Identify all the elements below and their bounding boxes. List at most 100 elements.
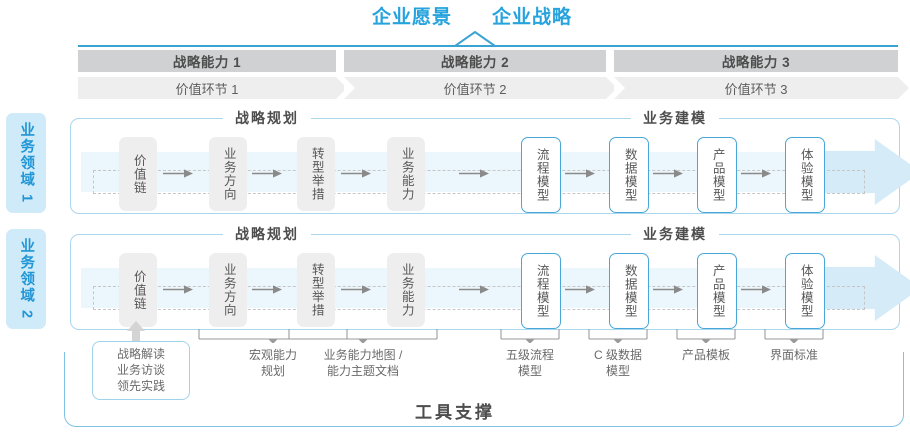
arrow-icon: [459, 169, 489, 178]
deliverable-label-product-template: 产品模板: [656, 347, 756, 363]
node-business-direction[interactable]: 业务方向: [209, 137, 247, 211]
up-arrow-icon: [127, 321, 145, 347]
node-business-capability[interactable]: 业务能力: [387, 137, 425, 211]
value-stage-label: 价值环节 3: [724, 81, 788, 97]
arrow-icon: [163, 169, 193, 178]
sidebar-item-domain-2[interactable]: 业务领域 2: [6, 229, 46, 329]
node-business-capability[interactable]: 业务能力: [387, 253, 425, 327]
header-peak-icon: [455, 31, 495, 46]
capability-bar-1: 战略能力 1: [78, 50, 336, 72]
node-label: 转型举措: [309, 147, 324, 201]
node-business-direction[interactable]: 业务方向: [209, 253, 247, 327]
domain-label: 业务领域 1: [18, 121, 35, 205]
bracket-connector: [500, 329, 560, 343]
capability-label: 战略能力 2: [440, 55, 510, 70]
node-data-model[interactable]: 数据模型: [609, 137, 649, 213]
label-line-2: 模型: [517, 364, 542, 379]
sidebar-item-domain-1[interactable]: 业务领域 1: [6, 113, 46, 213]
value-stage-2: 价值环节 2: [344, 77, 606, 99]
arrow-icon: [163, 285, 193, 294]
capability-label: 战略能力 3: [721, 55, 791, 70]
label-line-1: 业务能力地图 /: [323, 348, 403, 362]
callout-line-3: 领先实践: [116, 379, 165, 394]
arrow-icon: [741, 169, 771, 178]
label-line-2: 模型: [605, 364, 630, 379]
node-value-chain[interactable]: 价值链: [119, 253, 157, 327]
deliverable-label-macro-capability: 宏观能力 规划: [223, 347, 323, 379]
chevron-notch: [344, 77, 355, 99]
arrow-icon: [565, 169, 595, 178]
arrow-icon: [653, 285, 683, 294]
label-line-1: 界面标准: [769, 348, 818, 362]
tool-support-container: [64, 352, 904, 427]
bracket-connector: [288, 329, 438, 343]
node-label: 业务能力: [399, 263, 414, 317]
dashed-track: [93, 286, 865, 310]
deliverable-callout-strategy: 战略解读 业务访谈 领先实践: [92, 341, 190, 400]
header-divider-line: [78, 45, 898, 47]
label-line-1: 五级流程: [505, 348, 554, 362]
node-transformation-measures[interactable]: 转型举措: [297, 137, 335, 211]
section-title-business-modeling: 业务建模: [631, 108, 719, 130]
arrow-icon: [341, 285, 371, 294]
node-experience-model[interactable]: 体验模型: [785, 253, 825, 329]
node-label: 流程模型: [534, 264, 549, 318]
value-stage-3: 价值环节 3: [614, 77, 898, 99]
domain-row-2: 战略规划 业务建模 价值链 业务方向 转型举措 业务能力 流程模型 数据模型 产…: [70, 224, 910, 330]
value-stage-1: 价值环节 1: [78, 77, 336, 99]
callout-line-1: 战略解读: [116, 347, 165, 361]
node-value-chain[interactable]: 价值链: [119, 137, 157, 211]
node-product-model[interactable]: 产品模型: [697, 137, 737, 213]
arrow-icon: [341, 169, 371, 178]
node-label: 业务方向: [221, 263, 236, 317]
node-label: 业务方向: [221, 147, 236, 201]
label-line-1: 产品模板: [681, 348, 730, 362]
node-label: 体验模型: [798, 264, 813, 318]
label-line-2: 能力主题文档: [326, 364, 399, 379]
node-label: 数据模型: [622, 264, 637, 318]
node-label: 数据模型: [622, 148, 637, 202]
bracket-connector: [764, 329, 824, 343]
node-label: 转型举措: [309, 263, 324, 317]
node-product-model[interactable]: 产品模型: [697, 253, 737, 329]
arrow-icon: [459, 285, 489, 294]
capability-bar-3: 战略能力 3: [614, 50, 898, 72]
arrow-icon: [741, 285, 771, 294]
node-transformation-measures[interactable]: 转型举措: [297, 253, 335, 327]
node-data-model[interactable]: 数据模型: [609, 253, 649, 329]
capability-bar-2: 战略能力 2: [344, 50, 606, 72]
deliverable-label-ui-standard: 界面标准: [744, 347, 844, 363]
section-title-strategy-planning: 战略规划: [223, 224, 311, 246]
node-label: 价值链: [131, 269, 146, 311]
node-label: 业务能力: [399, 147, 414, 201]
node-label: 产品模型: [710, 148, 725, 202]
node-process-model[interactable]: 流程模型: [521, 137, 561, 213]
callout-line-2: 业务访谈: [116, 363, 165, 378]
arrow-icon: [565, 285, 595, 294]
value-stage-label: 价值环节 2: [443, 81, 507, 97]
section-title-business-modeling: 业务建模: [631, 224, 719, 246]
node-label: 产品模型: [710, 264, 725, 318]
header-strategy-title: 企业战略: [492, 7, 573, 28]
domain-row-1: 战略规划 业务建模 价值链 业务方向 转型举措 业务能力 流程模型 数据模型 产…: [70, 108, 910, 214]
capability-label: 战略能力 1: [172, 55, 242, 70]
bracket-connector: [676, 329, 736, 343]
node-label: 价值链: [131, 153, 146, 195]
deliverable-label-five-level-process: 五级流程 模型: [480, 347, 580, 379]
label-line-1: 宏观能力: [248, 348, 297, 362]
deliverable-label-c-level-data: C 级数据 模型: [568, 347, 668, 379]
deliverable-label-capability-map: 业务能力地图 / 能力主题文档: [308, 347, 418, 379]
node-process-model[interactable]: 流程模型: [521, 253, 561, 329]
bracket-connector: [588, 329, 648, 343]
label-line-2: 规划: [260, 364, 285, 379]
tool-support-title: 工具支撑: [415, 403, 495, 422]
section-title-strategy-planning: 战略规划: [223, 108, 311, 130]
header-vision-title: 企业愿景: [372, 7, 453, 28]
chevron-notch: [614, 77, 625, 99]
domain-label: 业务领域 2: [18, 237, 35, 321]
node-label: 体验模型: [798, 148, 813, 202]
node-label: 流程模型: [534, 148, 549, 202]
label-line-1: C 级数据: [593, 348, 642, 362]
arrow-icon: [252, 285, 282, 294]
node-experience-model[interactable]: 体验模型: [785, 137, 825, 213]
